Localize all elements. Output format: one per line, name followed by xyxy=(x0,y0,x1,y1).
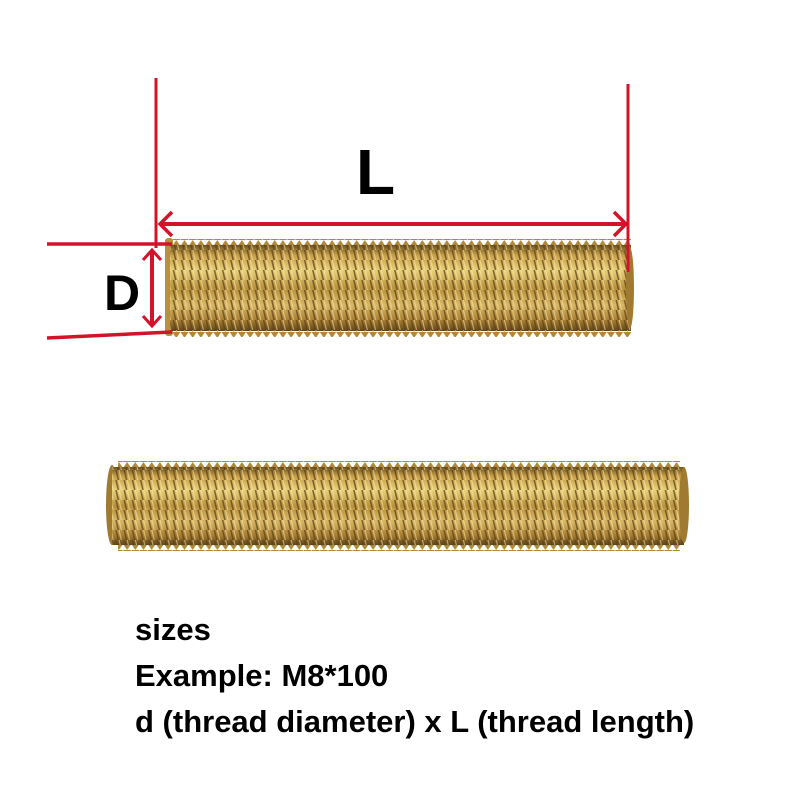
diameter-arrow-bottom xyxy=(141,314,163,329)
diameter-label: D xyxy=(104,265,141,321)
caption-heading: sizes xyxy=(135,612,211,647)
length-dimension xyxy=(154,78,630,272)
rod-bottom-teeth-upper xyxy=(118,461,680,467)
threaded-rod-top xyxy=(165,238,634,337)
rod-bottom-threads xyxy=(112,467,684,545)
length-arrow-right xyxy=(612,210,629,238)
caption-example: Example: M8*100 xyxy=(135,658,389,693)
caption-formula: d (thread diameter) x L (thread length) xyxy=(135,704,695,739)
diameter-extension-bottom xyxy=(46,330,173,340)
rod-bottom-teeth-lower xyxy=(118,545,680,551)
threaded-rod-bottom xyxy=(106,461,689,551)
rod-top-teeth-lower xyxy=(170,331,631,337)
diameter-arrow-top xyxy=(141,247,163,262)
length-label: L xyxy=(356,136,396,208)
rod-top-threads xyxy=(170,245,631,331)
length-arrow-left xyxy=(157,210,174,238)
diameter-dimension xyxy=(46,242,173,340)
rod-bottom-end-right xyxy=(679,467,689,543)
rod-top-teeth-upper xyxy=(170,239,631,245)
